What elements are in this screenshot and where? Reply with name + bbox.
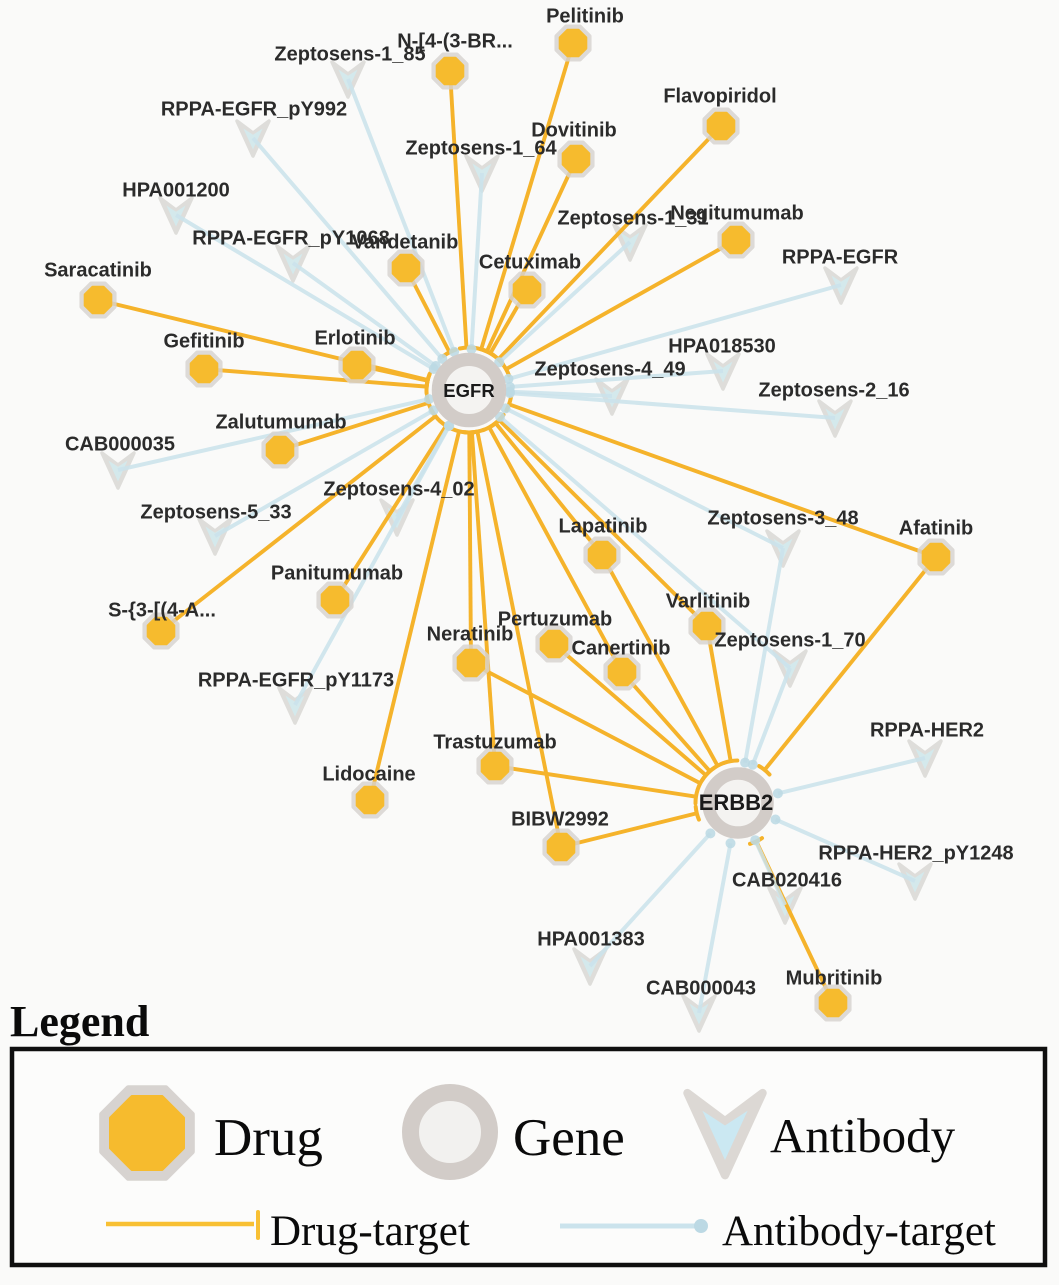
svg-text:ERBB2: ERBB2 xyxy=(699,790,774,815)
svg-text:HPA001383: HPA001383 xyxy=(537,929,644,951)
svg-text:Zeptosens-2_16: Zeptosens-2_16 xyxy=(758,380,909,402)
svg-text:Panitumumab: Panitumumab xyxy=(271,563,403,585)
svg-text:Gene: Gene xyxy=(513,1109,625,1167)
svg-text:Erlotinib: Erlotinib xyxy=(314,328,395,350)
svg-text:Dovitinib: Dovitinib xyxy=(531,120,617,142)
svg-text:Mubritinib: Mubritinib xyxy=(786,968,883,990)
svg-text:Antibody-target: Antibody-target xyxy=(722,1208,996,1255)
svg-text:Zeptosens-1_85: Zeptosens-1_85 xyxy=(274,44,425,66)
svg-text:Zeptosens-1_70: Zeptosens-1_70 xyxy=(714,630,865,652)
svg-text:BIBW2992: BIBW2992 xyxy=(511,809,609,831)
svg-text:Flavopiridol: Flavopiridol xyxy=(663,86,776,108)
svg-text:Afatinib: Afatinib xyxy=(899,518,973,540)
svg-text:Lidocaine: Lidocaine xyxy=(322,764,415,786)
svg-text:RPPA-HER2: RPPA-HER2 xyxy=(870,720,984,742)
svg-text:Negitumumab: Negitumumab xyxy=(670,203,803,225)
svg-text:RPPA-EGFR_pY1068: RPPA-EGFR_pY1068 xyxy=(192,228,389,250)
svg-text:Drug-target: Drug-target xyxy=(270,1208,470,1255)
svg-text:CAB020416: CAB020416 xyxy=(732,870,842,892)
svg-text:Zeptosens-4_02: Zeptosens-4_02 xyxy=(323,479,474,501)
svg-text:Gefitinib: Gefitinib xyxy=(163,331,244,353)
svg-text:Zeptosens-1_64: Zeptosens-1_64 xyxy=(405,138,557,160)
svg-text:Zeptosens-3_48: Zeptosens-3_48 xyxy=(707,508,858,530)
svg-text:RPPA-EGFR_pY1173: RPPA-EGFR_pY1173 xyxy=(198,670,394,692)
svg-text:Varlitinib: Varlitinib xyxy=(666,591,750,613)
svg-text:HPA001200: HPA001200 xyxy=(122,180,229,202)
svg-text:CAB000035: CAB000035 xyxy=(65,434,175,456)
svg-text:N-[4-(3-BR...: N-[4-(3-BR... xyxy=(397,31,513,53)
svg-text:Cetuximab: Cetuximab xyxy=(479,252,581,274)
svg-text:Antibody: Antibody xyxy=(770,1108,956,1163)
svg-text:Pelitinib: Pelitinib xyxy=(546,6,624,28)
svg-text:Zeptosens-5_33: Zeptosens-5_33 xyxy=(140,502,291,524)
svg-text:Legend: Legend xyxy=(10,997,149,1046)
svg-text:Lapatinib: Lapatinib xyxy=(559,516,648,538)
svg-text:Vandetanib: Vandetanib xyxy=(352,232,459,254)
svg-text:Neratinib: Neratinib xyxy=(427,624,514,646)
svg-text:Trastuzumab: Trastuzumab xyxy=(433,732,556,754)
svg-text:CAB000043: CAB000043 xyxy=(646,978,756,1000)
svg-text:Pertuzumab: Pertuzumab xyxy=(498,609,612,631)
svg-text:Zalutumumab: Zalutumumab xyxy=(215,412,346,434)
svg-text:Zeptosens-1_31: Zeptosens-1_31 xyxy=(557,208,708,230)
svg-text:RPPA-EGFR: RPPA-EGFR xyxy=(782,247,899,269)
svg-text:RPPA-EGFR_pY992: RPPA-EGFR_pY992 xyxy=(161,99,347,121)
svg-text:S-{3-[(4-A...: S-{3-[(4-A... xyxy=(108,600,216,622)
svg-text:Saracatinib: Saracatinib xyxy=(44,260,152,282)
svg-text:Zeptosens-4_49: Zeptosens-4_49 xyxy=(534,359,685,381)
svg-text:EGFR: EGFR xyxy=(443,380,494,401)
svg-text:Canertinib: Canertinib xyxy=(572,638,671,660)
svg-text:Drug: Drug xyxy=(214,1109,323,1167)
svg-text:HPA018530: HPA018530 xyxy=(668,336,775,358)
svg-text:RPPA-HER2_pY1248: RPPA-HER2_pY1248 xyxy=(818,843,1013,865)
